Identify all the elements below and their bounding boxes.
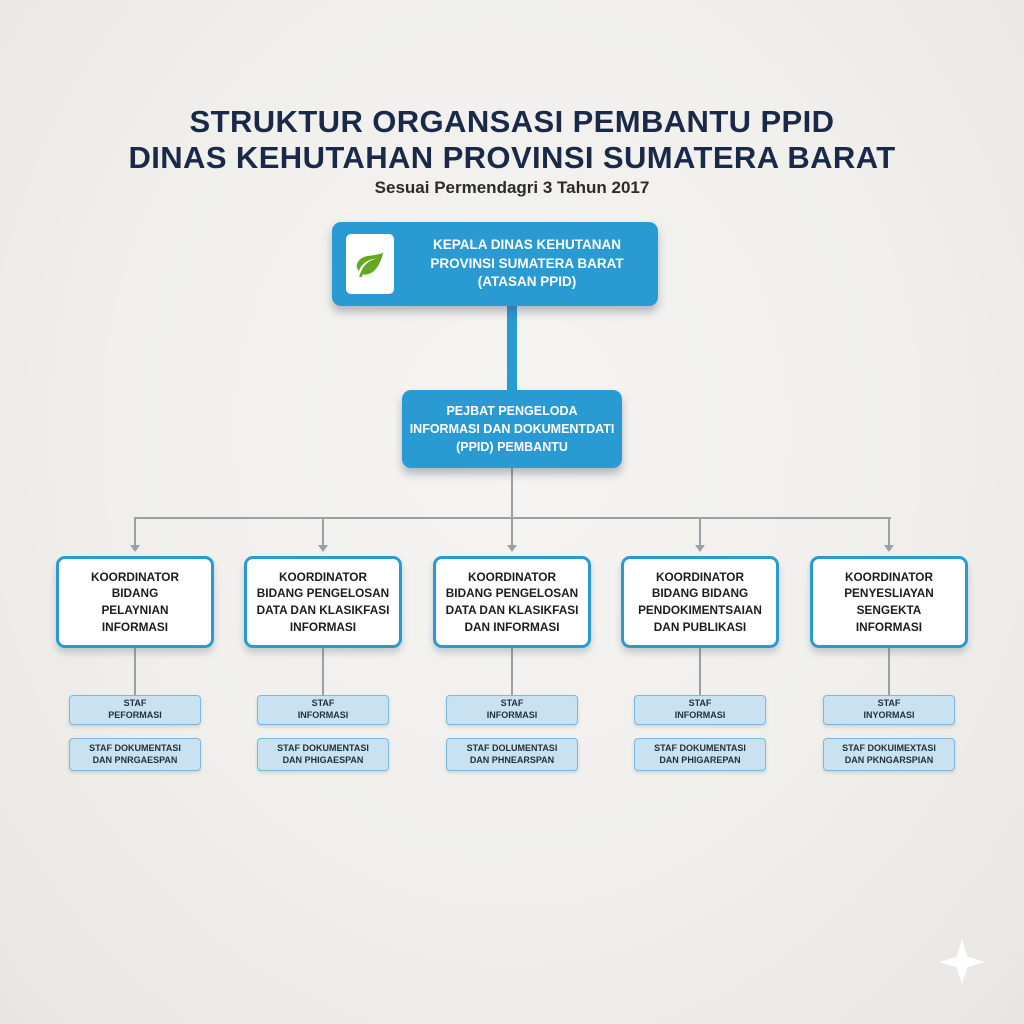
connector-ppid-down — [511, 466, 513, 519]
arrow-down-icon — [884, 545, 894, 552]
logo-square — [346, 234, 394, 294]
staff-box-2: STAF DOKUMENTASI DAN PHIGAREPAN — [634, 738, 766, 771]
coordinator-label: KOORDINATOR BIDANG PENGELOSAN DATA DAN K… — [445, 569, 579, 634]
coordinator-label: KOORDINATOR BIDANG PELAYNIAN INFORMASI — [90, 569, 180, 634]
coordinator-box: KOORDINATOR BIDANG PENGELOSAN DATA DAN K… — [433, 556, 591, 648]
staff-label: STAF INFORMASI — [486, 698, 538, 720]
connector-coordinator-staff — [511, 648, 513, 695]
connector-drop — [699, 519, 701, 546]
branch-pengelolaan-data-2: KOORDINATOR BIDANG PENGELOSAN DATA DAN K… — [433, 518, 591, 778]
staff-box-1: STAF INFORMASI — [634, 695, 766, 725]
staff-label: STAF INFORMASI — [297, 698, 349, 720]
connector-drop — [888, 519, 890, 546]
page-title-line2: DINAS KEHUTAHAN PROVINSI SUMATERA BARAT — [128, 140, 896, 175]
connector-coordinator-staff — [888, 648, 890, 695]
coordinator-label: KOORDINATOR BIDANG PENGELOSAN DATA DAN K… — [256, 569, 390, 634]
staff-label: STAF DOLUMENTASI DAN PHNEARSPAN — [466, 742, 558, 765]
staff-box-1: STAF INFORMASI — [257, 695, 389, 725]
staff-label: STAF INFORMASI — [674, 698, 726, 720]
leaf-icon — [356, 252, 384, 278]
coordinator-box: KOORDINATOR BIDANG PELAYNIAN INFORMASI — [56, 556, 214, 648]
branch-pendokumentasian: KOORDINATOR BIDANG BIDANG PENDOKIMENTSAI… — [621, 518, 779, 778]
connector-top-to-ppid — [507, 300, 517, 396]
arrow-down-icon — [695, 545, 705, 552]
coordinator-box: KOORDINATOR BIDANG BIDANG PENDOKIMENTSAI… — [621, 556, 779, 648]
connector-drop — [134, 519, 136, 546]
connector-coordinator-staff — [322, 648, 324, 695]
coordinator-box: KOORDINATOR PENYESLIAYAN SENGEKTA INFORM… — [810, 556, 968, 648]
top-box-label: KEPALA DINAS KEHUTANAN PROVINSI SUMATERA… — [430, 236, 624, 290]
branch-penyelesaian-sengketa: KOORDINATOR PENYESLIAYAN SENGEKTA INFORM… — [810, 518, 968, 778]
staff-label: STAF PEFORMASI — [108, 698, 162, 720]
branch-pelayanan-informasi: KOORDINATOR BIDANG PELAYNIAN INFORMASI S… — [56, 518, 214, 778]
staff-label: STAF DOKUIMEXTASI DAN PKNGARSPIAN — [842, 742, 936, 765]
staff-box-1: STAF INYORMASI — [823, 695, 955, 725]
staff-label: STAF DOKUMENTASI DAN PHIGAESPAN — [277, 742, 369, 765]
branch-pengelolaan-data-1: KOORDINATOR BIDANG PENGELOSAN DATA DAN K… — [244, 518, 402, 778]
staff-box-1: STAF PEFORMASI — [69, 695, 201, 725]
staff-box-2: STAF DOKUMENTASI DAN PHIGAESPAN — [257, 738, 389, 771]
arrow-down-icon — [507, 545, 517, 552]
coordinator-label: KOORDINATOR PENYESLIAYAN SENGEKTA INFORM… — [844, 569, 934, 634]
arrow-down-icon — [130, 545, 140, 552]
connector-drop — [511, 519, 513, 546]
ppid-box: PEJBAT PENGELODA INFORMASI DAN DOKUMENTD… — [402, 390, 622, 468]
page-subtitle: Sesuai Permendagri 3 Tahun 2017 — [374, 178, 650, 197]
connector-horizontal — [134, 517, 891, 519]
connector-drop — [322, 519, 324, 546]
arrow-down-icon — [318, 545, 328, 552]
staff-box-2: STAF DOKUIMEXTASI DAN PKNGARSPIAN — [823, 738, 955, 771]
ppid-box-label: PEJBAT PENGELODA INFORMASI DAN DOKUMENTD… — [409, 403, 615, 455]
connector-coordinator-staff — [134, 648, 136, 695]
staff-box-2: STAF DOLUMENTASI DAN PHNEARSPAN — [446, 738, 578, 771]
top-box-kepala-dinas: KEPALA DINAS KEHUTANAN PROVINSI SUMATERA… — [332, 222, 658, 306]
sparkle-icon — [939, 939, 985, 985]
staff-label: STAF INYORMASI — [863, 698, 915, 720]
staff-box-2: STAF DOKUMENTASI DAN PNRGAESPAN — [69, 738, 201, 771]
page-title-line1: STRUKTUR ORGANSASI PEMBANTU PPID — [189, 104, 835, 139]
coordinator-label: KOORDINATOR BIDANG BIDANG PENDOKIMENTSAI… — [638, 569, 762, 634]
staff-label: STAF DOKUMENTASI DAN PNRGAESPAN — [89, 742, 181, 765]
staff-box-1: STAF INFORMASI — [446, 695, 578, 725]
connector-coordinator-staff — [699, 648, 701, 695]
staff-label: STAF DOKUMENTASI DAN PHIGAREPAN — [654, 742, 746, 765]
coordinator-box: KOORDINATOR BIDANG PENGELOSAN DATA DAN K… — [244, 556, 402, 648]
